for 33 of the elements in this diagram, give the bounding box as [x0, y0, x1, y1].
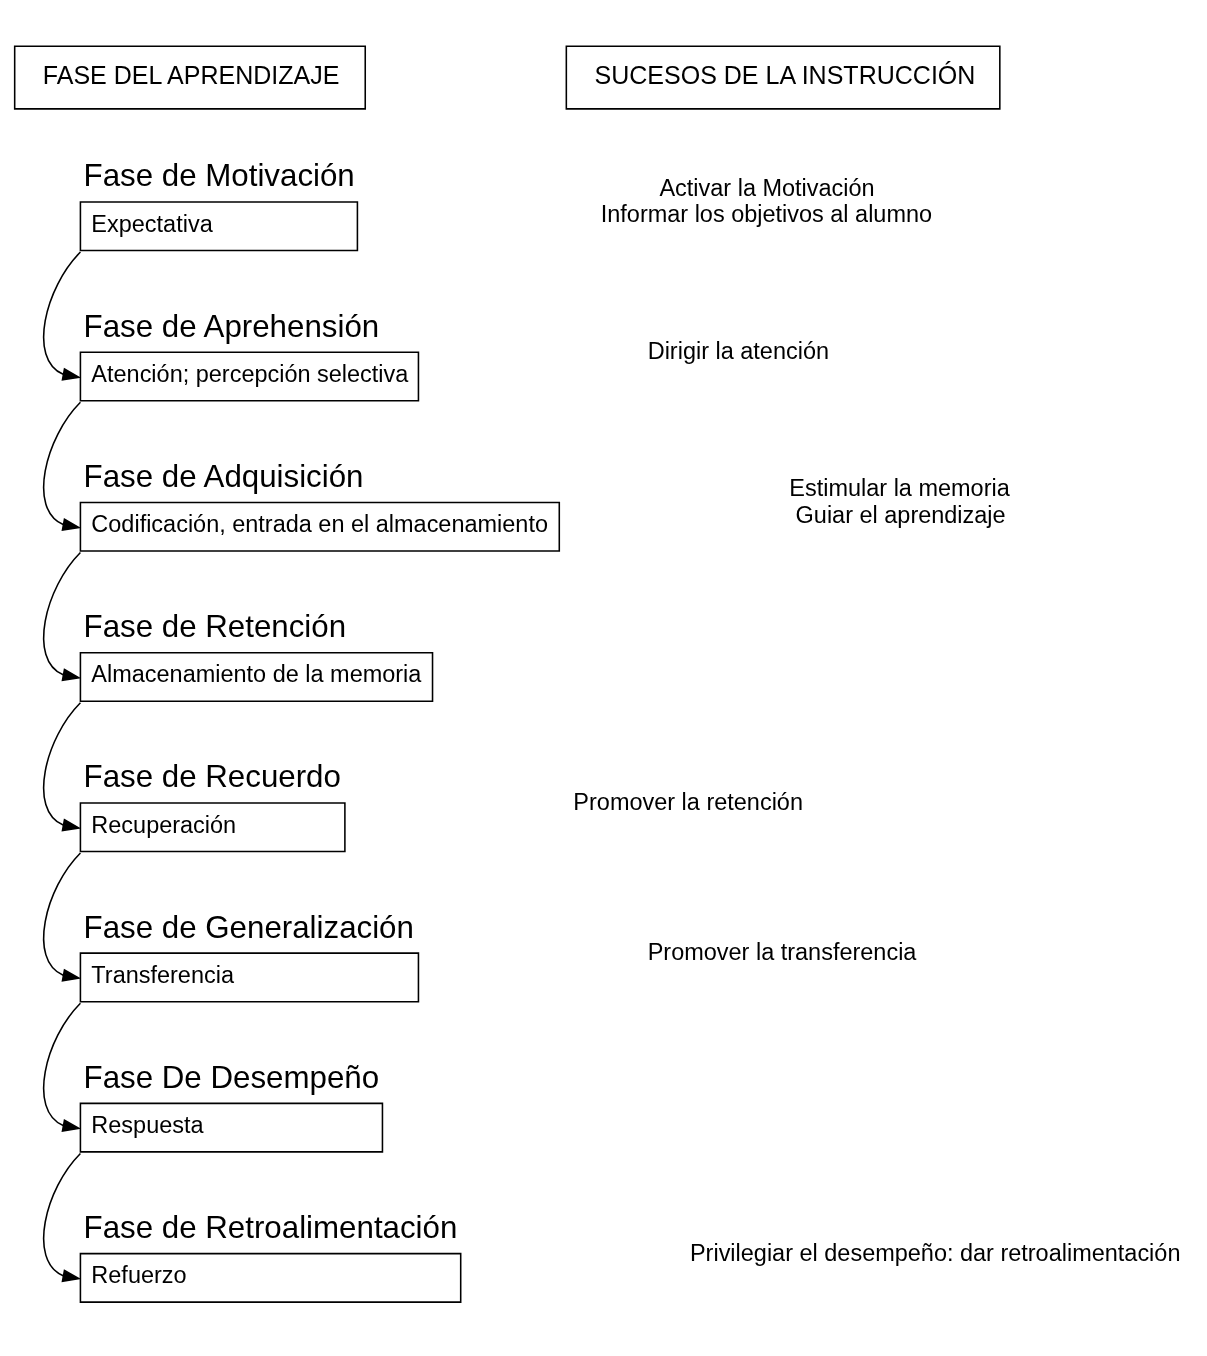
- label: Activar la Motivación: [659, 174, 875, 201]
- label: Promover la transferencia: [647, 938, 917, 965]
- label: Promover la retención: [573, 788, 803, 815]
- node-box: Respuesta: [79, 1102, 384, 1153]
- node-label: Fase de Generalización: [83, 909, 414, 944]
- node-box: SUCESOS DE LA INSTRUCCIÓN: [565, 45, 1001, 110]
- node-label: Fase De Desempeño: [83, 1059, 380, 1095]
- node-label: Fase de Motivación: [83, 157, 355, 193]
- node-box: Codificación, entrada en el almacenamiento: [79, 501, 561, 552]
- arrow: [43, 551, 82, 681]
- arrow: [43, 250, 82, 381]
- arrow: [43, 851, 82, 982]
- node-label: Fase de Recuerdo: [83, 758, 341, 794]
- label: Dirigir la atención: [647, 337, 830, 364]
- node-label: Fase de Retención: [83, 608, 347, 644]
- node-box: Atención; percepción selectiva: [79, 350, 420, 401]
- node-box: Refuerzo: [79, 1252, 462, 1303]
- label: Informar los objetivos al alumno: [600, 200, 933, 227]
- node-box: Expectativa: [79, 200, 359, 251]
- node-box: Transferencia: [79, 951, 420, 1002]
- node-label: Fase de Aprehensión: [83, 308, 380, 344]
- arrow: [43, 701, 82, 831]
- arrow: [43, 1001, 82, 1132]
- label: Estimular la memoria: [789, 474, 1010, 501]
- node-label: Fase de Retroalimentación: [83, 1209, 458, 1245]
- node-label: Fase de Adquisición: [83, 458, 364, 494]
- arrow: [43, 401, 82, 531]
- node-box: Recuperación: [79, 801, 346, 852]
- node-box: Almacenamiento de la memoria: [79, 651, 434, 702]
- label: Guiar el aprendizaje: [795, 501, 1006, 528]
- node-box: FASE DEL APRENDIZAJE: [13, 45, 366, 110]
- label: Privilegiar el desempeño: dar retroalimentación: [689, 1239, 1181, 1266]
- arrow: [43, 1152, 82, 1282]
